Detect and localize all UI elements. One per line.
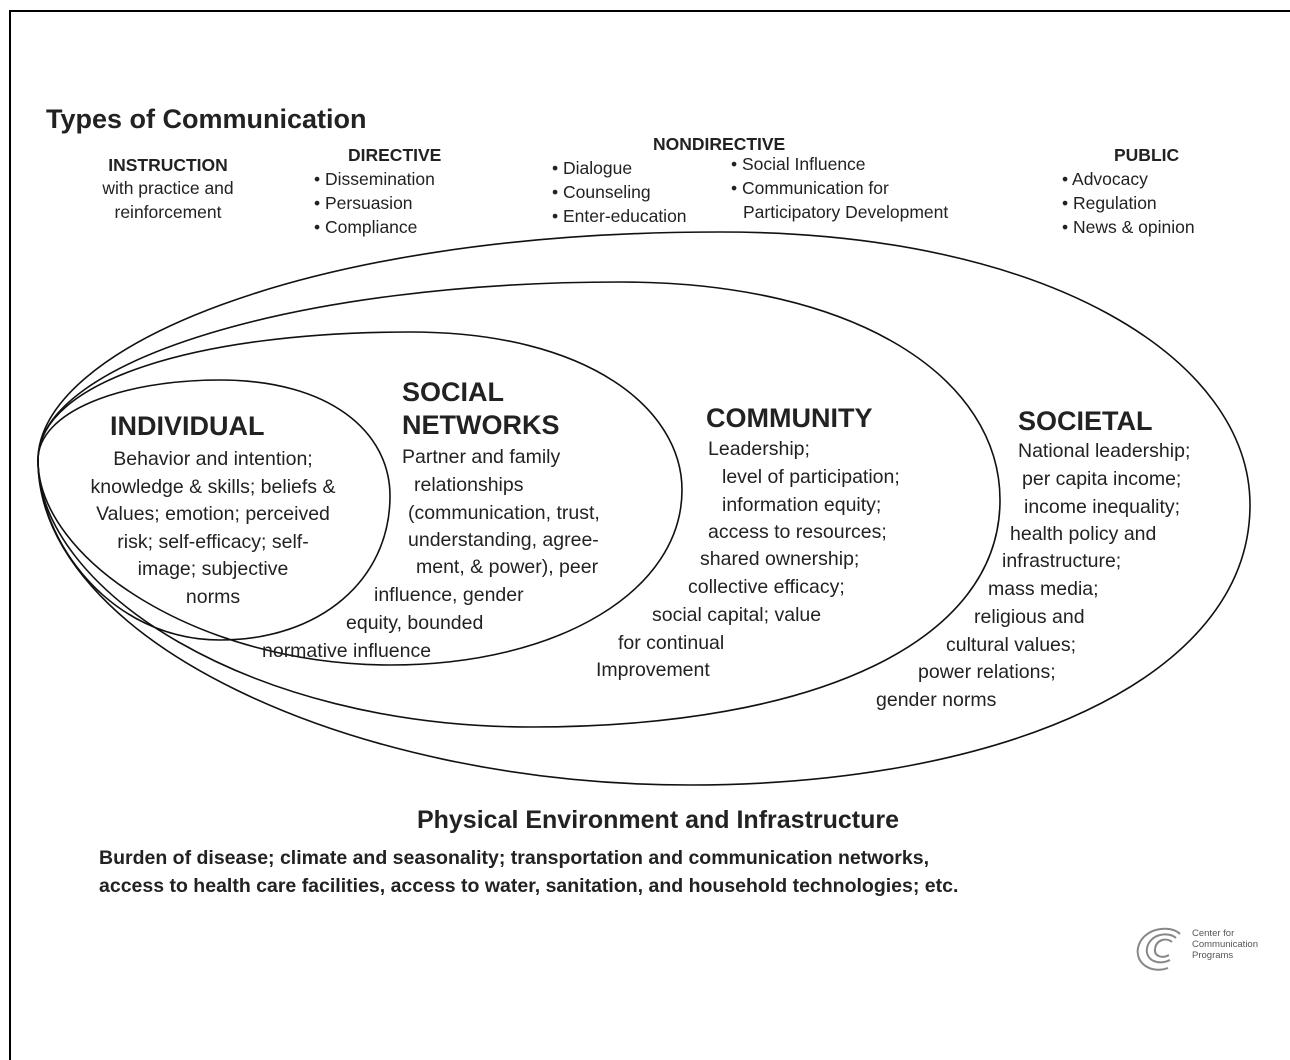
instruction-block: INSTRUCTION with practice and reinforcem… <box>84 155 252 224</box>
nondirective-heading: NONDIRECTIVE <box>653 134 786 154</box>
social-networks-line: (communication, trust, <box>408 502 600 524</box>
societal-title: SOCIETAL <box>1018 406 1153 436</box>
societal-line: gender norms <box>876 689 997 711</box>
ccp-logo-line: Communication <box>1192 939 1258 950</box>
public-item: • Advocacy <box>1062 169 1148 189</box>
instruction-line: with practice and <box>102 178 234 198</box>
community-line: collective efficacy; <box>688 576 845 598</box>
community-text: Leadership; level of participation; info… <box>596 436 966 696</box>
social-networks-line: equity, bounded <box>346 612 484 634</box>
community-title: COMMUNITY <box>706 403 873 433</box>
individual-line: image; subjective <box>137 558 289 580</box>
community-line: shared ownership; <box>700 548 860 570</box>
community-line: social capital; value <box>652 604 822 626</box>
social-networks-line: Partner and family <box>402 446 561 468</box>
environment-line: access to health care facilities, access… <box>99 875 959 897</box>
public-heading: PUBLIC <box>1114 145 1180 165</box>
directive-item: • Dissemination <box>314 169 435 189</box>
ccp-logo-line: Center for <box>1192 928 1235 939</box>
societal-line: income inequality; <box>1024 496 1181 518</box>
nondirective-item: Participatory Development <box>743 202 949 222</box>
ellipse-community <box>37 281 1001 728</box>
environment-title: Physical Environment and Infrastructure <box>416 806 900 834</box>
nondirective-item: • Communication for <box>731 178 889 198</box>
nondirective-item: • Dialogue <box>552 158 633 178</box>
nondirective-item: • Social Influence <box>731 154 866 174</box>
societal-text: National leadership; per capita income; … <box>876 438 1246 718</box>
individual-title: INDIVIDUAL <box>110 411 265 441</box>
nondirective-left-list: • Dialogue • Counseling • Enter-educatio… <box>552 156 687 228</box>
societal-line: mass media; <box>988 578 1099 600</box>
societal-line: per capita income; <box>1022 468 1182 490</box>
community-line: for continual <box>618 632 725 654</box>
diagram-title: Types of Communication <box>46 104 367 134</box>
directive-item: • Compliance <box>314 217 418 237</box>
nondirective-item: • Counseling <box>552 182 651 202</box>
social-networks-line: understanding, agree- <box>408 529 599 551</box>
social-networks-text: Partner and family relationships (commun… <box>262 444 682 674</box>
ccp-swirl-icon <box>1136 927 1181 971</box>
individual-line: norms <box>185 585 241 608</box>
societal-line: religious and <box>974 606 1085 628</box>
social-networks-title-line: NETWORKS <box>402 410 560 440</box>
social-networks-line: ment, & power), peer <box>416 556 599 578</box>
societal-line: power relations; <box>918 661 1056 683</box>
community-line: information equity; <box>722 494 882 516</box>
individual-line: risk; self-efficacy; self- <box>117 530 309 553</box>
societal-line: health policy and <box>1010 523 1157 545</box>
ellipse-individual <box>37 379 391 641</box>
social-networks-title-line: SOCIAL <box>402 377 505 407</box>
ellipse-social-networks <box>37 331 683 666</box>
ccp-logo-line: Programs <box>1192 950 1234 961</box>
community-line: Improvement <box>596 659 710 681</box>
instruction-heading: INSTRUCTION <box>108 155 228 175</box>
nondirective-item: • Enter-education <box>552 206 687 226</box>
community-line: access to resources; <box>708 521 887 543</box>
community-line: level of participation; <box>722 466 900 488</box>
social-networks-line: influence, gender <box>374 584 524 606</box>
individual-line: knowledge & skills; beliefs & <box>90 475 336 498</box>
societal-line: National leadership; <box>1018 440 1191 462</box>
directive-item: • Persuasion <box>314 193 413 213</box>
public-list: • Advocacy • Regulation • News & opinion <box>1062 167 1195 239</box>
public-item: • Regulation <box>1062 193 1157 213</box>
ccp-logo-text: Center for Communication Programs <box>1192 928 1258 961</box>
instruction-line: reinforcement <box>114 202 222 222</box>
individual-text: Behavior and intention; knowledge & skil… <box>48 446 378 611</box>
directive-heading: DIRECTIVE <box>348 145 442 165</box>
community-line: Leadership; <box>708 438 810 460</box>
social-networks-line: normative influence <box>262 640 432 662</box>
nondirective-right-list: • Social Influence • Communication for P… <box>731 152 948 224</box>
ccp-logo: Center for Communication Programs <box>1130 922 1290 978</box>
individual-line: Behavior and intention; <box>113 448 313 470</box>
public-item: • News & opinion <box>1062 217 1195 237</box>
societal-line: infrastructure; <box>1002 550 1122 572</box>
societal-line: cultural values; <box>946 634 1077 656</box>
social-networks-title: SOCIAL NETWORKS <box>402 376 560 442</box>
individual-line: Values; emotion; perceived <box>96 503 330 525</box>
diagram-frame <box>9 10 1290 1060</box>
social-networks-line: relationships <box>414 474 524 496</box>
environment-line: Burden of disease; climate and seasonali… <box>99 847 930 869</box>
environment-text: Burden of disease; climate and seasonali… <box>99 844 958 900</box>
ellipse-societal <box>37 231 1251 786</box>
directive-list: • Dissemination • Persuasion • Complianc… <box>314 167 435 239</box>
